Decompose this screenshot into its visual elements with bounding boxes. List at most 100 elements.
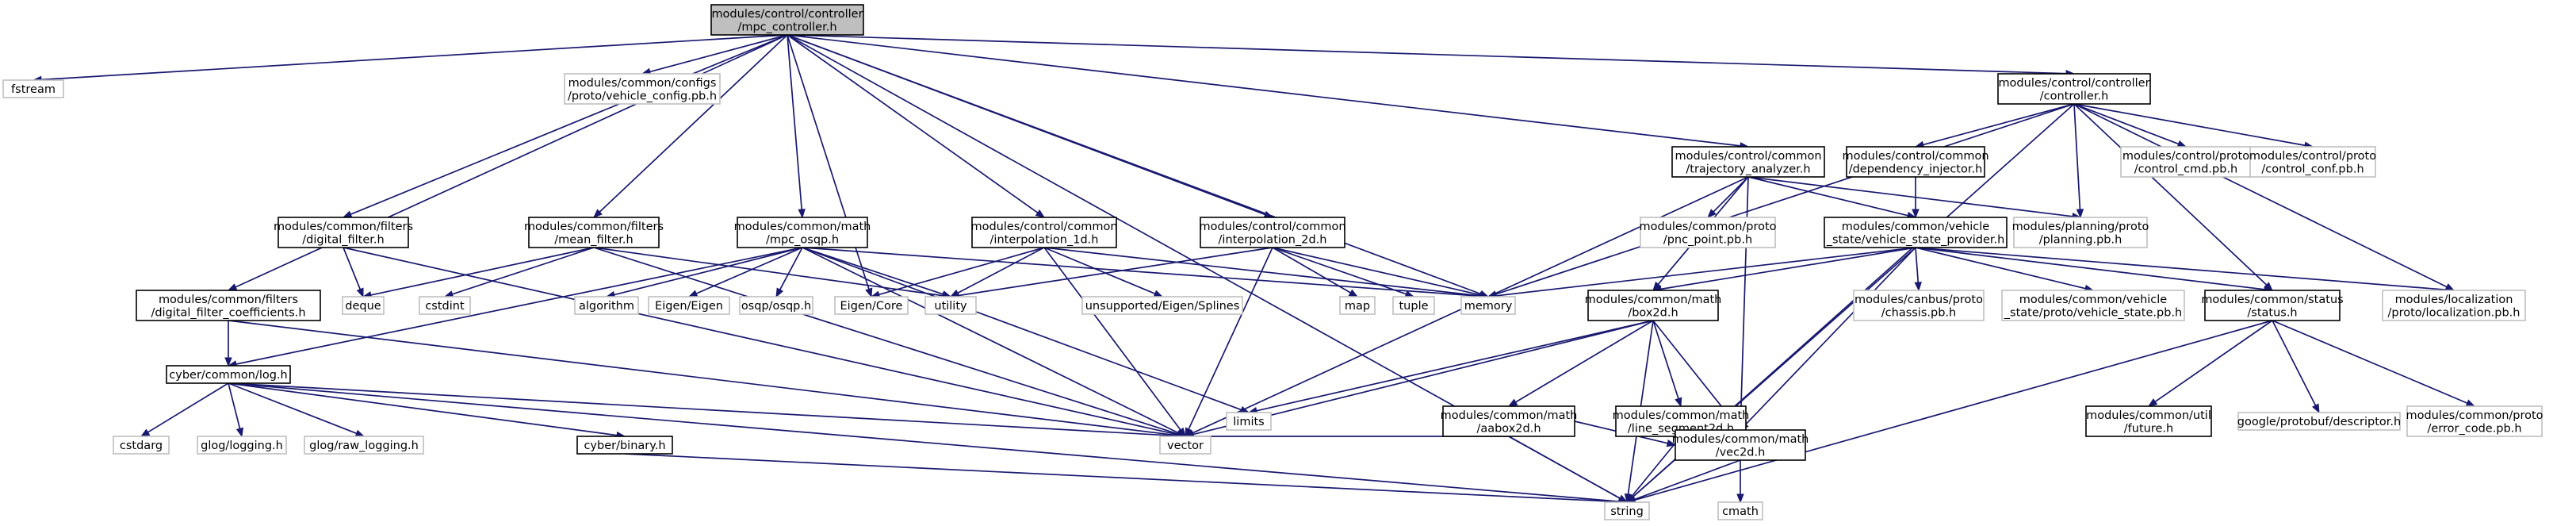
arrowhead: [1707, 209, 1717, 218]
node-box2d[interactable]: modules/common/math/box2d.h: [1585, 290, 1722, 321]
node-localization_pb: modules/localization/proto/localization.…: [2382, 290, 2526, 321]
node-eigen_core: Eigen/Core: [834, 296, 909, 315]
node-label: cstdarg: [120, 440, 163, 452]
arrowhead: [1185, 427, 1192, 438]
node-label: /control_conf.pb.h: [2261, 163, 2364, 175]
node-map: map: [1339, 296, 1376, 315]
node-label: /mpc_controller.h: [737, 21, 836, 33]
node-box: [1671, 146, 1825, 178]
edge-dependency_injector-to-vehicle_state_provider: [1912, 177, 1920, 219]
node-label: modules/control/controller: [1998, 77, 2149, 90]
node-box: [1200, 217, 1345, 248]
edge-vehicle_state_provider-to-chassis_pb: [1914, 247, 1922, 292]
node-pnc_point: modules/common/proto/pnc_point.pb.h: [1639, 217, 1777, 248]
edge-status-to-future: [2147, 320, 2273, 407]
node-future[interactable]: modules/common/util/future.h: [2085, 405, 2212, 437]
node-label: /vec2d.h: [1716, 446, 1766, 459]
node-interpolation_2d[interactable]: modules/control/common/interpolation_2d.…: [1199, 217, 1346, 248]
node-box: [1587, 290, 1719, 321]
edge-mpc_osqp-to-vector: [802, 247, 1187, 437]
node-box: [737, 217, 868, 248]
arrowhead: [224, 357, 232, 367]
edge-vec2d-to-cmath: [1736, 460, 1744, 504]
edge-box2d-to-aabox2d: [1507, 320, 1654, 407]
node-eigen_eigen: Eigen/Eigen: [648, 296, 730, 315]
edge-line: [958, 247, 1273, 297]
arrowhead: [354, 429, 366, 437]
edge-line: [1188, 247, 1273, 430]
edge-root-to-controller: [787, 34, 2076, 78]
node-status[interactable]: modules/common/status/status.h: [2201, 290, 2344, 321]
edge-line: [1745, 247, 1916, 425]
node-aabox2d[interactable]: modules/common/math/aabox2d.h: [1441, 405, 1578, 437]
edge-line: [695, 247, 803, 294]
node-trajectory_analyzer[interactable]: modules/control/common/trajectory_analyz…: [1671, 146, 1825, 178]
node-interpolation_1d[interactable]: modules/control/common/interpolation_1d.…: [970, 217, 1118, 248]
edge-line: [370, 247, 595, 296]
edge-log-to-vector: [228, 382, 1187, 440]
edge-line: [787, 34, 803, 210]
arrowhead: [235, 427, 244, 438]
node-algorithm: algorithm: [574, 296, 639, 315]
edge-mean_filter-to-cstdint: [443, 247, 595, 298]
edge-line: [1515, 320, 1654, 403]
edge-line: [878, 247, 1045, 296]
edge-status-to-descriptor: [2272, 320, 2320, 414]
node-root[interactable]: modules/control/controller/mpc_controlle…: [710, 4, 864, 36]
node-box: [1159, 436, 1211, 455]
edge-line: [802, 247, 1242, 411]
node-box: [2406, 405, 2543, 437]
edge-line: [1634, 459, 1741, 501]
edge-line: [235, 34, 788, 288]
node-line_segment2d[interactable]: modules/common/math/line_segment2d.h: [1613, 405, 1750, 437]
edge-line: [2073, 103, 2179, 145]
node-label: glog/raw_logging.h: [309, 440, 419, 452]
node-limits: limits: [1226, 412, 1272, 431]
edge-vehicle_state_provider-to-vec2d: [1740, 247, 1916, 431]
node-label: _state/proto/vehicle_state.pb.h: [2004, 306, 2182, 319]
node-vehicle_state_pb: modules/common/vehicle_state/proto/vehic…: [2001, 290, 2185, 321]
node-error_code: modules/common/proto/error_code.pb.h: [2406, 405, 2543, 437]
edge-aabox2d-to-string: [1508, 436, 1629, 503]
edge-line: [1915, 247, 2447, 291]
node-mean_filter[interactable]: modules/common/filters/mean_filter.h: [524, 217, 664, 248]
node-label: /aabox2d.h: [1476, 422, 1541, 435]
node-label: cmath: [1722, 505, 1759, 518]
edge-digital_filter_coefficients-to-vector: [228, 320, 1187, 440]
node-vec2d[interactable]: modules/common/math/vec2d.h: [1672, 429, 1809, 461]
node-box: [2, 79, 64, 98]
node-label: modules/common/configs: [568, 77, 717, 90]
node-controller[interactable]: modules/control/controller/controller.h: [1997, 73, 2151, 105]
node-label: modules/common/proto: [2406, 409, 2543, 422]
node-mpc_osqp[interactable]: modules/common/math/mpc_osqp.h: [734, 217, 871, 248]
edge-line: [228, 382, 241, 429]
node-label: glog/logging.h: [201, 440, 283, 452]
node-box: [648, 296, 730, 315]
arrowhead: [1912, 209, 1920, 219]
node-digital_filter[interactable]: modules/common/filters/digital_filter.h: [274, 217, 413, 248]
node-log[interactable]: cyber/common/log.h: [166, 365, 291, 384]
node-vehicle_state_provider[interactable]: modules/common/vehicle_state/vehicle_sta…: [1824, 217, 2008, 248]
node-box: [1392, 296, 1435, 315]
node-box: [1824, 217, 2008, 248]
node-dependency_injector[interactable]: modules/control/common/dependency_inject…: [1842, 146, 1989, 178]
node-label: /chassis.pb.h: [1881, 306, 1956, 319]
edge-log-to-glog_logging: [228, 382, 244, 438]
node-label: modules/common/filters: [159, 294, 298, 306]
node-digital_filter_coefficients[interactable]: modules/common/filters/digital_filter_co…: [136, 290, 321, 321]
node-label: modules/common/filters: [524, 221, 664, 233]
node-cyber_binary[interactable]: cyber/binary.h: [576, 436, 673, 455]
arrowhead: [798, 209, 806, 219]
edge-line: [235, 247, 803, 365]
node-box: [304, 436, 424, 455]
edge-line: [343, 247, 362, 290]
node-label: /status.h: [2247, 306, 2297, 319]
node-vehicle_config: modules/common/configs/proto/vehicle_con…: [564, 73, 721, 105]
node-label: modules/common/util: [2086, 409, 2211, 422]
node-label: modules/common/math: [1585, 294, 1722, 306]
node-planning_pb: modules/planning/proto/planning.pb.h: [2012, 217, 2149, 248]
edge-root-to-digital_filter: [342, 34, 788, 218]
node-box: [1460, 296, 1516, 315]
edge-line: [147, 382, 229, 433]
edge-line: [1915, 247, 1920, 283]
